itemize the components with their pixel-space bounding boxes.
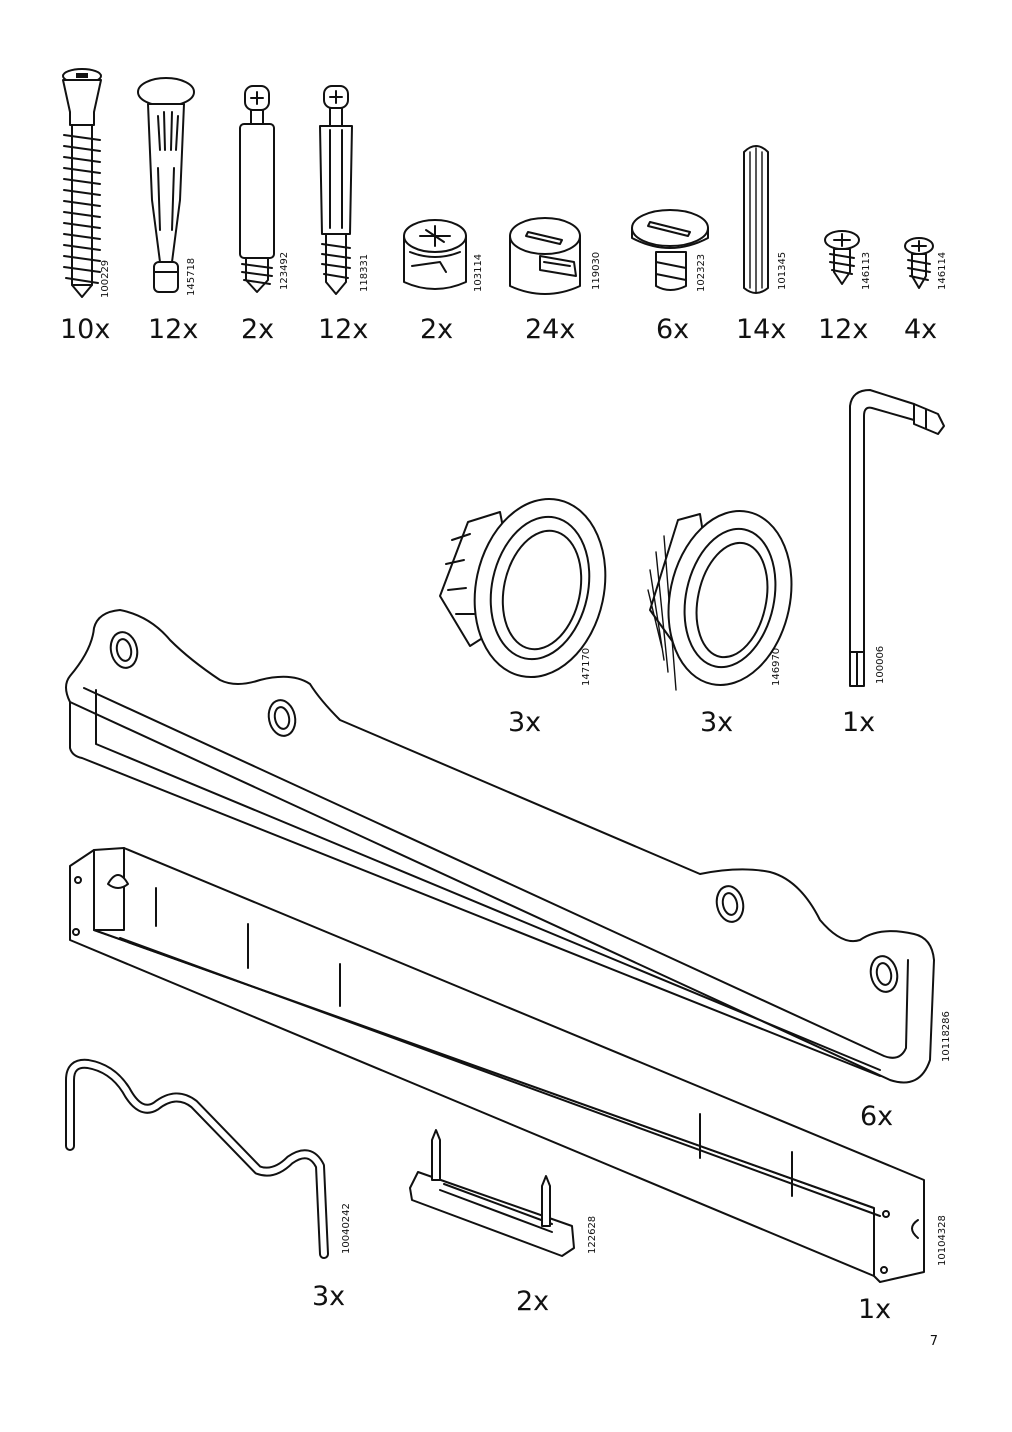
code-146113: 146113 xyxy=(861,251,872,290)
code-119030: 119030 xyxy=(591,251,602,290)
screw-long-drawing xyxy=(62,68,102,298)
qty-101345: 14x xyxy=(736,314,787,345)
qty-146114: 4x xyxy=(904,314,938,345)
qty-100229: 10x xyxy=(60,314,111,345)
dowel-plastic-drawing xyxy=(137,77,195,293)
nail-block-drawing xyxy=(409,1129,575,1257)
grommet-clip-drawing xyxy=(439,497,607,679)
cam-lock-large-drawing xyxy=(509,217,581,295)
qty-10040242: 3x xyxy=(312,1281,346,1312)
code-102323: 102323 xyxy=(696,253,707,292)
qty-146970: 3x xyxy=(700,707,734,738)
cam-bolt-b-drawing xyxy=(319,85,353,295)
cam-lock-small-drawing xyxy=(403,219,467,290)
qty-147170: 3x xyxy=(508,707,542,738)
metal-rail-drawing xyxy=(69,847,925,1283)
allen-key-drawing xyxy=(849,389,945,687)
rail-profile-drawing xyxy=(65,609,935,1084)
qty-103114: 2x xyxy=(420,314,454,345)
code-10040242: 10040242 xyxy=(341,1203,352,1254)
code-101345: 101345 xyxy=(777,251,788,290)
wood-dowel-drawing xyxy=(743,145,769,294)
screw-short-a-drawing xyxy=(824,230,860,285)
qty-119030: 24x xyxy=(525,314,576,345)
qty-118331: 12x xyxy=(318,314,369,345)
qty-146113: 12x xyxy=(818,314,869,345)
code-145718: 145718 xyxy=(186,257,197,296)
qty-145718: 12x xyxy=(148,314,199,345)
grommet-threaded-drawing xyxy=(647,510,793,691)
qty-10104328: 1x xyxy=(858,1294,892,1325)
code-10104328: 10104328 xyxy=(937,1215,948,1266)
qty-122628: 2x xyxy=(516,1286,550,1317)
screw-short-b-drawing xyxy=(904,237,934,289)
code-103114: 103114 xyxy=(473,253,484,292)
qty-102323: 6x xyxy=(656,314,690,345)
code-146970: 146970 xyxy=(771,647,782,686)
code-100006: 100006 xyxy=(875,645,886,684)
code-146114: 146114 xyxy=(937,251,948,290)
cam-bolt-a-drawing xyxy=(239,85,275,293)
code-147170: 147170 xyxy=(581,647,592,686)
code-100229: 100229 xyxy=(100,259,111,298)
wire-bracket-drawing xyxy=(65,1058,329,1259)
code-118331: 118331 xyxy=(359,253,370,292)
cam-screw-drawing xyxy=(631,209,709,291)
qty-123492: 2x xyxy=(241,314,275,345)
page-number: 7 xyxy=(929,1334,938,1349)
qty-100006: 1x xyxy=(842,707,876,738)
code-122628: 122628 xyxy=(587,1215,598,1254)
code-123492: 123492 xyxy=(279,251,290,290)
code-10118286: 10118286 xyxy=(941,1011,952,1062)
qty-10118286: 6x xyxy=(860,1101,894,1132)
